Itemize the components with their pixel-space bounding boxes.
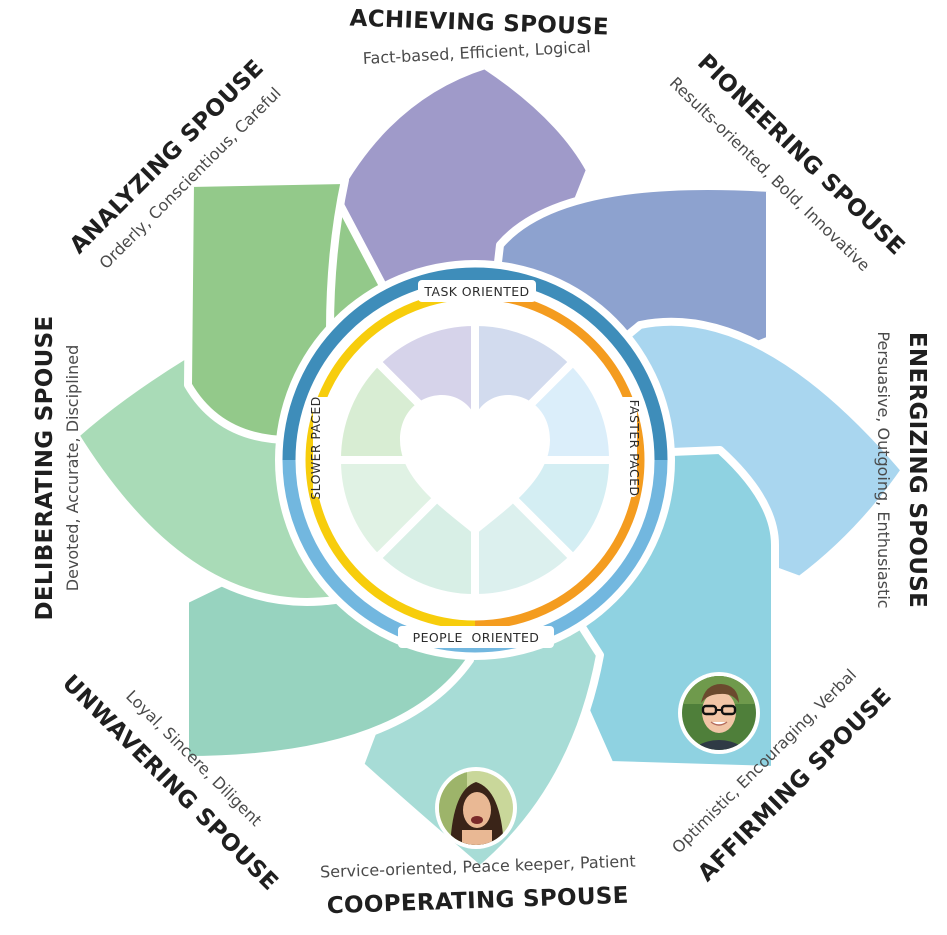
ring-label-people-oriented: PEOPLE ORIENTED bbox=[413, 630, 540, 645]
petal-analyzing-front bbox=[184, 176, 479, 464]
petal-traits-achieving: Fact-based, Efficient, Logical bbox=[362, 37, 591, 68]
label-deliberating: DELIBERATING SPOUSE Devoted, Accurate, D… bbox=[32, 316, 82, 621]
female-avatar bbox=[435, 767, 517, 849]
male-avatar bbox=[678, 672, 760, 754]
heart-icon bbox=[400, 395, 550, 535]
petal-title-energizing: ENERGIZING SPOUSE bbox=[904, 332, 930, 608]
ring-label-faster-paced: FASTER PACED bbox=[627, 400, 642, 497]
petal-title-cooperating: COOPERATING SPOUSE bbox=[326, 883, 629, 920]
ring-label-task-oriented: TASK ORIENTED bbox=[423, 284, 529, 299]
inner-ring-right bbox=[474, 290, 645, 630]
inner-ring bbox=[305, 290, 645, 630]
petal-title-deliberating: DELIBERATING SPOUSE bbox=[32, 316, 58, 621]
ring-label-slower-paced: SLOWER PACED bbox=[308, 396, 323, 499]
ring-label-gaps bbox=[313, 280, 637, 648]
label-cooperating: Service-oriented, Peace keeper, Patient … bbox=[320, 851, 636, 919]
outer-ring-upper bbox=[282, 267, 668, 461]
inner-ring-left bbox=[305, 290, 476, 630]
petal-traits-energizing: Persuasive, Outgoing, Enthusiastic bbox=[874, 331, 893, 608]
petal-traits-deliberating: Devoted, Accurate, Disciplined bbox=[63, 345, 82, 591]
label-achieving: ACHIEVING SPOUSE Fact-based, Efficient, … bbox=[349, 5, 609, 67]
petal-title-achieving: ACHIEVING SPOUSE bbox=[349, 5, 609, 40]
label-energizing: ENERGIZING SPOUSE Persuasive, Outgoing, … bbox=[874, 331, 930, 608]
